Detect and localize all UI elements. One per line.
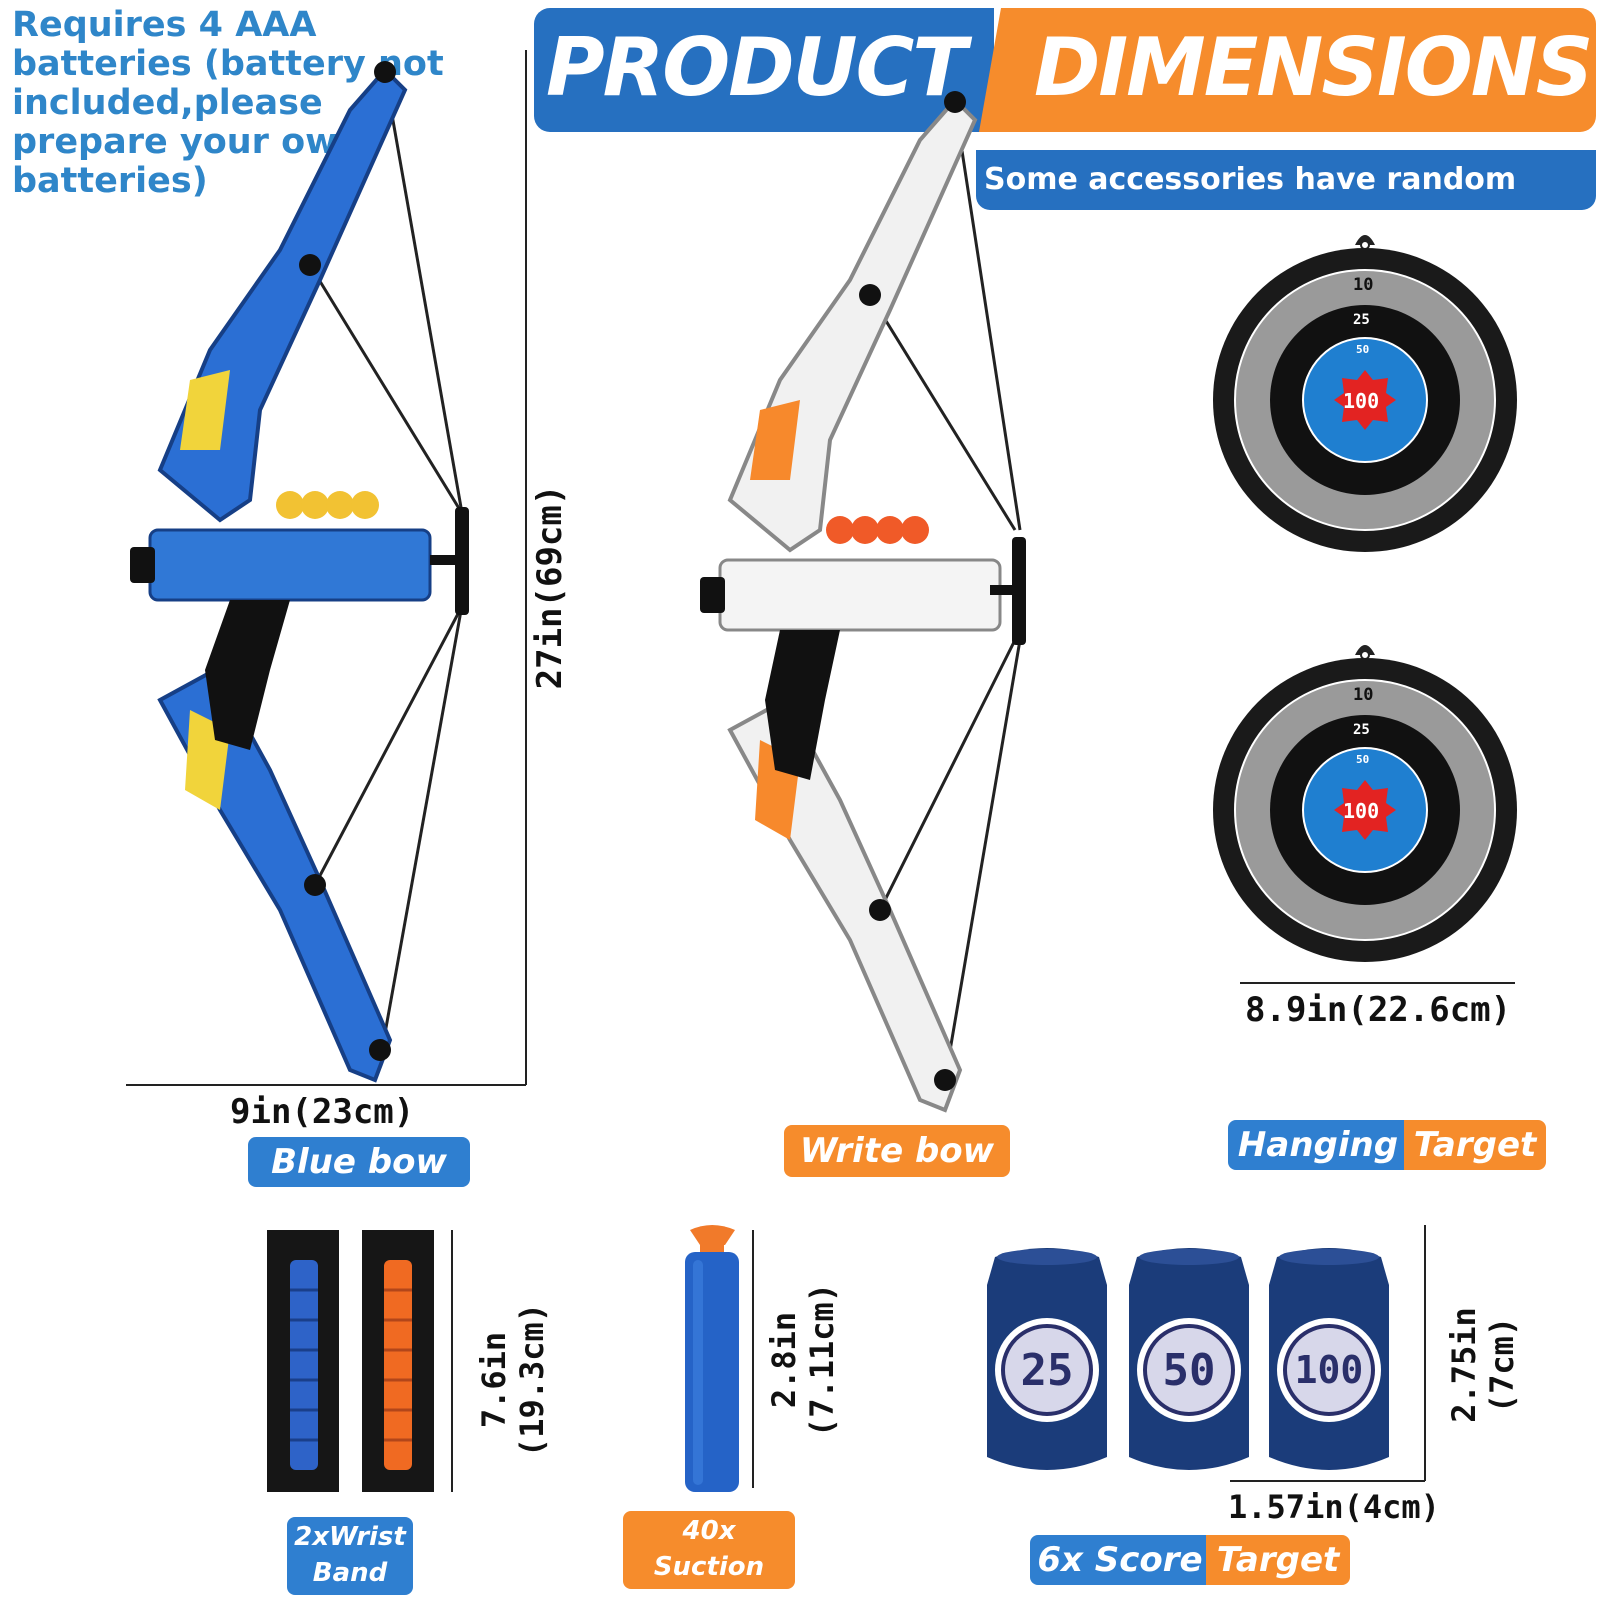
accessory-note: Some accessories have random colors bbox=[976, 150, 1596, 257]
score-can-1: 25 bbox=[985, 1245, 1109, 1477]
can-dim-line1: 2.75in bbox=[1445, 1307, 1483, 1423]
arrows-label: 40x Suction Cup Arrows bbox=[623, 1511, 795, 1618]
wrist-band-dimension: 7.6in (19.3cm) bbox=[475, 1285, 555, 1475]
bow-height-label: 27in(69cm) bbox=[530, 484, 570, 690]
banner-title-product: PRODUCT bbox=[546, 21, 967, 114]
hanging-target-1: 10 25 50 100 bbox=[1210, 225, 1520, 555]
banner-title-dimensions: DIMENSIONS bbox=[1034, 21, 1593, 114]
wrist-band-label: 2xWrist Band bbox=[287, 1517, 413, 1595]
can-body bbox=[1129, 1248, 1249, 1470]
ring-score-bullseye: 100 bbox=[1343, 799, 1380, 823]
ring-score-bullseye: 100 bbox=[1343, 389, 1380, 413]
can-value: 50 bbox=[1162, 1345, 1216, 1396]
ring-score-outer: 10 bbox=[1353, 685, 1374, 705]
can-height-dimension: 2.75in (7cm) bbox=[1445, 1285, 1525, 1445]
can-value: 100 bbox=[1294, 1348, 1364, 1392]
target-diameter-label: 8.9in(22.6cm) bbox=[1245, 990, 1512, 1030]
score-can-2: 50 bbox=[1127, 1245, 1251, 1477]
ring-score-inner: 50 bbox=[1356, 343, 1370, 356]
blue-bow-image bbox=[130, 61, 469, 1083]
hanging-target-label: Hanging Target bbox=[1228, 1120, 1546, 1170]
wrist-dim-line1: 7.6in bbox=[475, 1331, 513, 1429]
wrist-label-line2: Band bbox=[312, 1558, 388, 1588]
ring-score-outer: 10 bbox=[1353, 275, 1374, 295]
target-face bbox=[1213, 235, 1517, 552]
target-face bbox=[1213, 645, 1517, 962]
arrow-dim-line2: (7.11cm) bbox=[803, 1282, 841, 1438]
bow-dimension-lines bbox=[126, 50, 527, 1086]
arrow-dimension: 2.8in (7.11cm) bbox=[765, 1260, 845, 1460]
wrist-dim-line2: (19.3cm) bbox=[513, 1302, 551, 1458]
can-dim-line2: (7cm) bbox=[1483, 1316, 1521, 1414]
hanging-target-2: 10 25 50 100 bbox=[1210, 635, 1520, 965]
wrist-band-image bbox=[267, 1230, 453, 1492]
can-width-dimension: 1.57in(4cm) bbox=[1228, 1488, 1440, 1526]
ring-score-middle: 25 bbox=[1353, 722, 1370, 738]
arrows-label-line1: 40x Suction bbox=[653, 1516, 765, 1582]
can-value: 25 bbox=[1020, 1345, 1074, 1396]
hanging-label-part2: Target bbox=[1404, 1120, 1546, 1170]
hanging-label-part1: Hanging bbox=[1228, 1120, 1408, 1170]
can-dimension-lines bbox=[1230, 1225, 1426, 1482]
score-label-part1: 6x Score bbox=[1030, 1535, 1210, 1585]
white-bow-label: Write bow bbox=[784, 1125, 1010, 1177]
ring-score-inner: 50 bbox=[1356, 753, 1370, 766]
can-body bbox=[987, 1248, 1107, 1470]
arrow-dim-line1: 2.8in bbox=[765, 1311, 803, 1409]
title-banner: PRODUCT DIMENSIONS bbox=[534, 8, 1596, 132]
bow-width-label: 9in(23cm) bbox=[230, 1092, 415, 1132]
arrows-label-line2: Cup Arrows bbox=[624, 1588, 794, 1618]
target-dimension-line bbox=[1240, 982, 1515, 984]
white-bow-image bbox=[700, 91, 1026, 1113]
ring-score-middle: 25 bbox=[1353, 312, 1370, 328]
banner-right-bg bbox=[979, 8, 1596, 132]
score-target-label: 6x Score Target bbox=[1030, 1535, 1350, 1585]
suction-arrow-image bbox=[685, 1225, 754, 1492]
wrist-label-line1: 2xWrist bbox=[294, 1522, 406, 1552]
banner-left-bg bbox=[534, 8, 994, 132]
blue-bow-label: Blue bow bbox=[248, 1137, 470, 1187]
can-body bbox=[1269, 1248, 1389, 1470]
score-label-part2: Target bbox=[1206, 1535, 1350, 1585]
score-can-3: 100 bbox=[1267, 1245, 1391, 1477]
battery-note: Requires 4 AAA batteries (battery not in… bbox=[12, 5, 444, 201]
